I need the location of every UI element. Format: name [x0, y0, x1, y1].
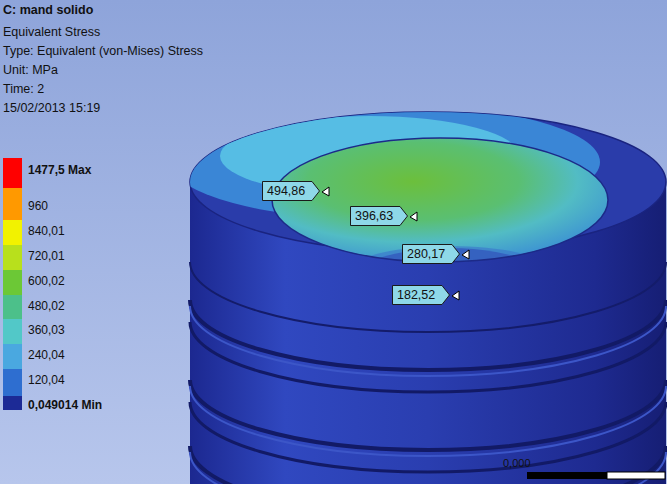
- legend-label-wrap: 240,04: [28, 348, 65, 362]
- scale-label: 0,000: [503, 457, 531, 469]
- legend-label: 240,04: [28, 348, 65, 362]
- label-wrap: Equivalent Stress: [3, 25, 100, 39]
- legend-swatch: [3, 245, 22, 270]
- legend-swatch: [3, 344, 22, 369]
- legend-swatch: [3, 220, 22, 245]
- legend-label: 0,049014 Min: [28, 398, 102, 412]
- legend-label-wrap: 840,01: [28, 224, 65, 238]
- legend-swatch: [3, 158, 22, 188]
- info-line: Equivalent Stress: [3, 25, 100, 39]
- scale-bar: [527, 472, 607, 479]
- probe-callout: 280,17: [402, 244, 460, 264]
- probe-callout: 494,86: [262, 181, 320, 201]
- legend-label: 480,02: [28, 299, 65, 313]
- scale-bar: [607, 472, 665, 479]
- legend-label-wrap: 600,02: [28, 274, 65, 288]
- legend-label-wrap: 360,03: [28, 323, 65, 337]
- legend-label: 960: [28, 199, 48, 213]
- legend-label: 1477,5 Max: [28, 163, 91, 177]
- legend-label-wrap: 960: [28, 199, 48, 213]
- label-wrap: 15/02/2013 15:19: [3, 101, 100, 115]
- title-block: C: mand solido: [3, 3, 93, 17]
- legend-label: 840,01: [28, 224, 65, 238]
- legend-label: 120,04: [28, 373, 65, 387]
- legend-label-wrap: 1477,5 Max: [28, 163, 91, 177]
- result-title: C: mand solido: [3, 3, 93, 17]
- legend-swatch: [3, 295, 22, 319]
- legend-label-wrap: 720,01: [28, 249, 65, 263]
- probe-value: 280,17: [402, 244, 459, 264]
- legend-label-wrap: 480,02: [28, 299, 65, 313]
- probe-value: 494,86: [262, 181, 319, 201]
- legend-swatch: [3, 396, 22, 410]
- label-wrap: 0,000: [503, 457, 531, 469]
- legend-swatch: [3, 319, 22, 344]
- probe-callout: 182,52: [392, 285, 450, 305]
- info-line: Unit: MPa: [3, 63, 58, 77]
- legend-label: 720,01: [28, 249, 65, 263]
- legend-swatch: [3, 270, 22, 295]
- info-line: Type: Equivalent (von-Mises) Stress: [3, 44, 203, 58]
- info-line: 15/02/2013 15:19: [3, 101, 100, 115]
- probe-value: 182,52: [392, 285, 449, 305]
- probe-callout: 396,63: [350, 206, 408, 226]
- legend-label-wrap: 0,049014 Min: [28, 398, 102, 412]
- legend-swatch: [3, 188, 22, 220]
- legend-label: 600,02: [28, 274, 65, 288]
- legend-label: 360,03: [28, 323, 65, 337]
- legend-swatch: [3, 369, 22, 396]
- info-line: Time: 2: [3, 82, 44, 96]
- legend-label-wrap: 120,04: [28, 373, 65, 387]
- label-wrap: Unit: MPa: [3, 63, 58, 77]
- label-wrap: Type: Equivalent (von-Mises) Stress: [3, 44, 203, 58]
- label-wrap: Time: 2: [3, 82, 44, 96]
- thread-grooves: [190, 262, 666, 484]
- bore-surface: [272, 138, 608, 262]
- probe-value: 396,63: [350, 206, 407, 226]
